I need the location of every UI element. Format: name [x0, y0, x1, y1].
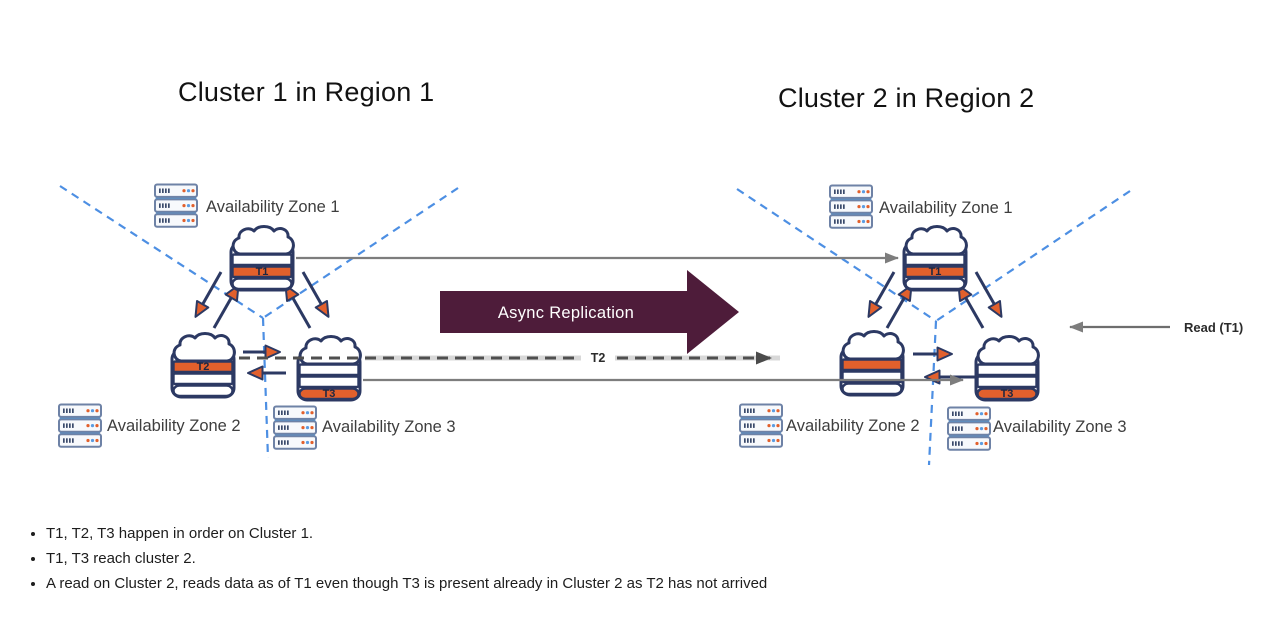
c2-t1-band-label: T1: [929, 266, 942, 278]
async-replication-arrow: Async Replication: [440, 270, 739, 354]
t2-inflight-label: T2: [591, 351, 606, 365]
c1-az3-label: Availability Zone 3: [322, 418, 456, 436]
read-label: Read (T1): [1184, 320, 1243, 335]
c1-t3-band-label: T3: [323, 388, 336, 400]
c2-t3-band-label: T3: [1001, 388, 1014, 400]
cloud-database-icon-c1-t2: T2: [170, 332, 236, 399]
server-rack-icon: [57, 402, 103, 448]
async-replication-label: Async Replication: [498, 304, 634, 322]
notes-list: T1, T2, T3 happen in order on Cluster 1.…: [11, 522, 958, 597]
cloud-database-icon-c1-t3: T3: [296, 335, 362, 402]
server-rack-icon: [272, 404, 318, 450]
c1-t2-band-label: T2: [197, 361, 210, 373]
c1-zone-dash-vertical: [261, 317, 270, 459]
c2-az1-label: Availability Zone 1: [879, 199, 1013, 217]
c2-az3-to-az1-arrow: [957, 284, 985, 329]
c1-zone-dash-right: [262, 187, 459, 319]
note-item: T1, T3 reach cluster 2.: [46, 547, 958, 570]
c1-databases: T1 T2 T3: [170, 225, 362, 402]
server-rack-icon: [738, 402, 784, 448]
c2-az2-to-az1-arrow: [885, 284, 913, 329]
note-item: T1, T2, T3 happen in order on Cluster 1.: [46, 522, 958, 545]
c2-databases: T1 T3: [839, 225, 1040, 402]
c1-az1-to-az3-arrow: [301, 271, 330, 318]
cloud-database-icon-c2-az2: [839, 330, 905, 397]
c2-az1-to-az3-arrow: [974, 271, 1003, 318]
c1-t1-band-label: T1: [256, 266, 269, 278]
c1-az2-to-az1-arrow: [212, 284, 240, 329]
cloud-database-icon-c2-t1: T1: [902, 225, 968, 292]
c1-az1-label: Availability Zone 1: [206, 198, 340, 216]
cluster1-title: Cluster 1 in Region 1: [178, 77, 435, 107]
cluster2-title: Cluster 2 in Region 2: [778, 83, 1035, 113]
server-rack-icon: [828, 183, 874, 229]
c1-intra-cluster-arrows: [194, 271, 330, 381]
c2-az1-to-az2-arrow: [867, 271, 896, 318]
cloud-database-icon-c2-t3: T3: [974, 335, 1040, 402]
c2-az2-label: Availability Zone 2: [786, 417, 920, 435]
c2-zone-dash-right: [935, 190, 1131, 322]
c2-zones: Availability Zone 1 Availability Zone 2 …: [738, 183, 1127, 451]
c1-zones: Availability Zone 1 Availability Zone 2 …: [57, 182, 456, 450]
note-item: A read on Cluster 2, reads data as of T1…: [46, 572, 958, 595]
t2-label-backing: [581, 348, 615, 366]
c2-az3-label: Availability Zone 3: [993, 418, 1127, 436]
server-rack-icon: [946, 405, 992, 451]
read-arrow: Read (T1): [1069, 320, 1243, 335]
cross-region-lines: T2: [239, 252, 964, 386]
c1-az1-to-az2-arrow: [194, 271, 223, 318]
cloud-database-icon-c1-t1: T1: [229, 225, 295, 292]
c1-az2-label: Availability Zone 2: [107, 417, 241, 435]
server-rack-icon: [153, 182, 199, 228]
c1-az3-to-az1-arrow: [284, 284, 312, 329]
c2-zone-dash-vertical: [927, 320, 938, 466]
